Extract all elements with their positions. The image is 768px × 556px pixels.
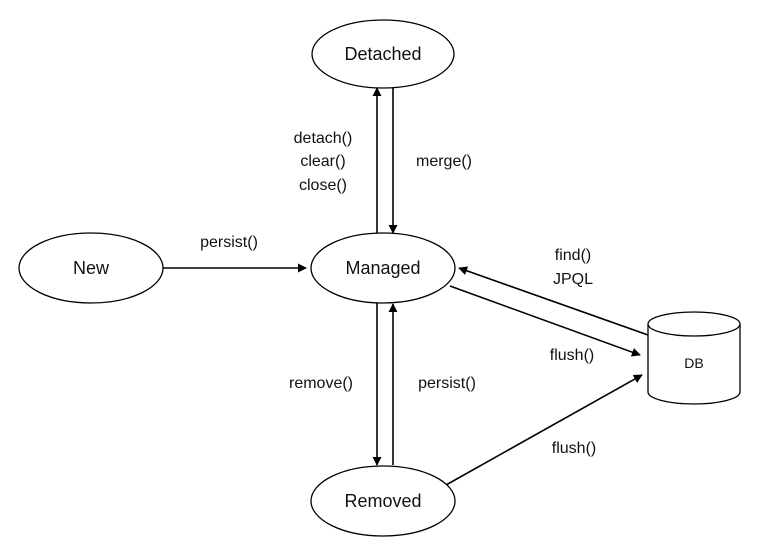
node-managed: Managed <box>310 232 456 304</box>
edge-managed-to-db <box>449 285 641 357</box>
edge-label-remove: remove() <box>289 375 353 392</box>
edge-label-flush-removed: flush() <box>552 440 596 457</box>
edge-label-find: find() <box>555 247 591 264</box>
node-db: DB <box>647 311 741 405</box>
edge-label-flush-managed: flush() <box>550 347 594 364</box>
node-detached-label: Detached <box>344 44 421 64</box>
node-removed-label: Removed <box>344 491 421 511</box>
node-new: New <box>18 232 164 304</box>
edge-label-merge: merge() <box>416 153 472 170</box>
node-managed-label: Managed <box>345 258 420 278</box>
edge-label-persist-new: persist() <box>200 234 258 251</box>
edge-db-to-managed <box>458 266 649 336</box>
edge-label-persist-removed: persist() <box>418 375 476 392</box>
node-new-label: New <box>73 258 110 278</box>
node-removed: Removed <box>310 465 456 537</box>
edge-removed-to-db <box>445 374 643 486</box>
edge-label-detach: detach() <box>294 130 353 147</box>
edge-label-close: close() <box>299 177 347 194</box>
node-db-label: DB <box>684 355 703 371</box>
edge-label-jpql: JPQL <box>553 271 593 288</box>
edge-label-clear: clear() <box>300 153 345 170</box>
node-detached: Detached <box>311 19 455 89</box>
